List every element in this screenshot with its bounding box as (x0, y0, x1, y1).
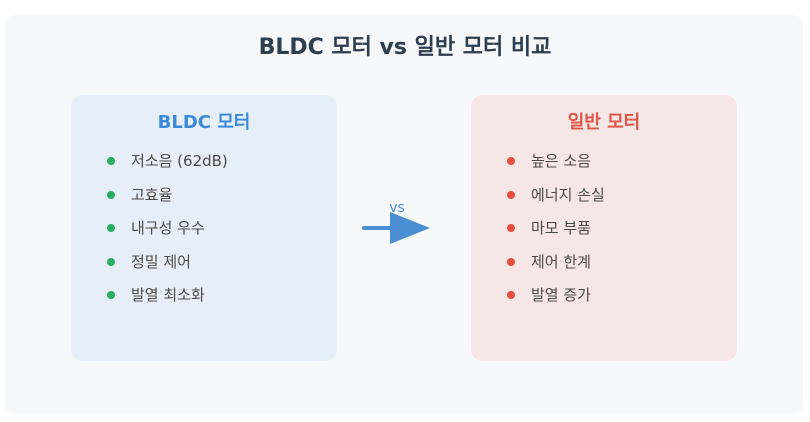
list-item: 정밀 제어 (107, 251, 228, 285)
comparison-arrow-icon (362, 212, 430, 244)
vs-label: vs (389, 200, 405, 216)
list-item: 발열 증가 (507, 284, 605, 318)
diagram-title: BLDC 모터 vs 일반 모터 비교 (258, 35, 552, 60)
bullet-dot-icon (507, 190, 515, 199)
bullet-dot-icon (107, 157, 115, 165)
bullet-dot-icon (107, 224, 115, 232)
bldc-feature-list: 저소음 (62dB) 고효율 내구성 우수 정밀 제어 발열 최소화 (107, 150, 228, 318)
list-item-label: 내구성 우수 (131, 219, 205, 237)
list-item: 고효율 (107, 184, 228, 218)
bullet-dot-icon (507, 224, 515, 232)
list-item: 마모 부품 (507, 217, 605, 251)
list-item-label: 정밀 제어 (131, 252, 191, 271)
list-item: 높은 소음 (507, 150, 605, 184)
list-item-label: 에너지 손실 (531, 185, 605, 204)
general-motor-card: 일반 모터 높은 소음 에너지 손실 마모 부품 제어 한계 발열 증가 (471, 95, 737, 361)
list-item: 발열 최소화 (107, 284, 228, 318)
list-item: 저소음 (62dB) (107, 150, 228, 184)
list-item: 내구성 우수 (107, 217, 228, 251)
list-item-label: 고효율 (131, 185, 173, 204)
list-item-label: 제어 한계 (531, 252, 591, 271)
bullet-dot-icon (507, 257, 515, 266)
general-feature-list: 높은 소음 에너지 손실 마모 부품 제어 한계 발열 증가 (507, 150, 605, 318)
bullet-dot-icon (107, 291, 115, 299)
bullet-dot-icon (507, 291, 515, 299)
list-item-label: 발열 증가 (531, 286, 591, 304)
general-card-title: 일반 모터 (567, 112, 641, 133)
list-item-label: 높은 소음 (531, 152, 591, 170)
list-item-label: 저소음 (62dB) (131, 152, 228, 170)
bullet-dot-icon (107, 190, 115, 199)
bldc-card-title: BLDC 모터 (157, 112, 251, 133)
bullet-dot-icon (507, 157, 515, 165)
list-item-label: 마모 부품 (531, 219, 591, 237)
bullet-dot-icon (107, 257, 115, 266)
list-item: 제어 한계 (507, 251, 605, 285)
list-item-label: 발열 최소화 (131, 286, 205, 304)
bldc-motor-card: BLDC 모터 저소음 (62dB) 고효율 내구성 우수 정밀 제어 발열 최… (71, 95, 337, 361)
list-item: 에너지 손실 (507, 184, 605, 218)
